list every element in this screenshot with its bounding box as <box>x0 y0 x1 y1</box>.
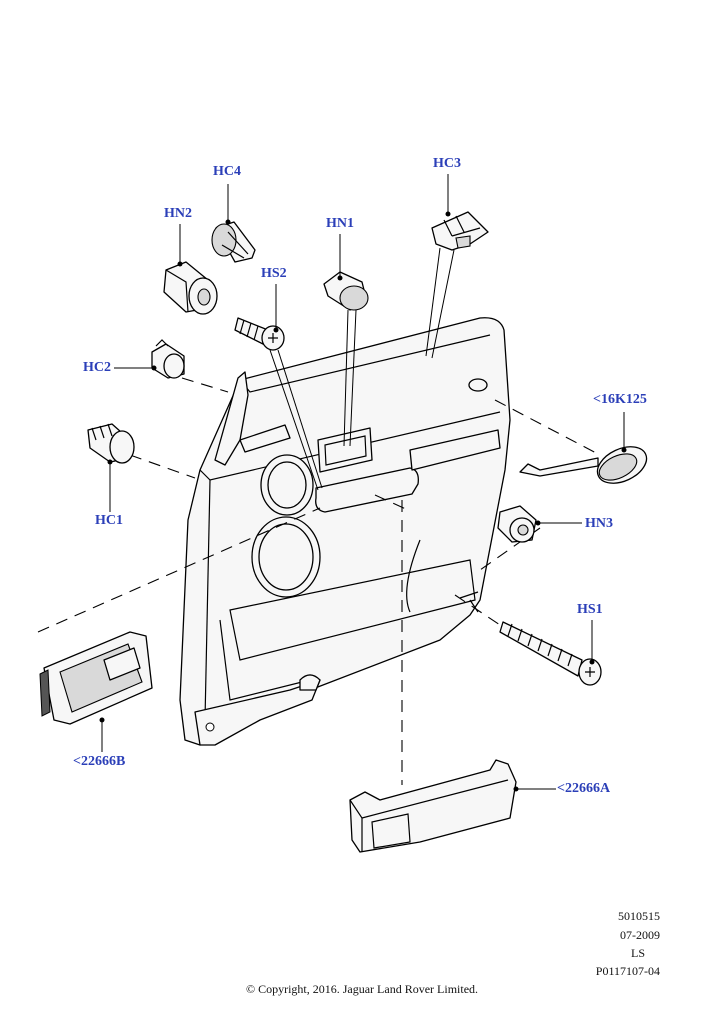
screw-hs1[interactable] <box>499 621 602 686</box>
armrest-pull-22666a[interactable] <box>349 759 517 853</box>
screw-hs2[interactable] <box>234 317 285 351</box>
handle-bezel-22666b[interactable] <box>39 631 153 725</box>
diagram-initials: LS <box>630 946 645 960</box>
callout-hs1[interactable]: HS1 <box>577 602 603 617</box>
callout-hs2[interactable]: HS2 <box>261 266 287 281</box>
callout-22666a[interactable]: <22666A <box>557 781 611 796</box>
callout-hc1[interactable]: HC1 <box>95 513 123 528</box>
callout-hc3[interactable]: HC3 <box>433 156 461 171</box>
clip-hc4[interactable] <box>211 221 256 263</box>
callout-hc4[interactable]: HC4 <box>213 164 241 179</box>
diagram-part-code: P0117107-04 <box>595 964 660 978</box>
diagram-date: 07-2009 <box>620 928 660 942</box>
callout-16k125[interactable]: <16K125 <box>593 392 647 407</box>
nut-hn2[interactable] <box>163 261 218 315</box>
assembly-lines <box>37 377 601 785</box>
cap-hn1[interactable] <box>323 271 369 311</box>
clip-hc2[interactable] <box>151 339 185 379</box>
leader-lines <box>99 174 627 792</box>
clip-hc3[interactable] <box>431 211 489 251</box>
mirror-cover-16k125[interactable] <box>519 440 652 491</box>
callout-hn3[interactable]: HN3 <box>585 516 613 531</box>
callout-22666b[interactable]: <22666B <box>73 754 126 769</box>
callout-hn1[interactable]: HN1 <box>326 216 354 231</box>
diagram-ref: 5010515 <box>618 909 660 923</box>
clip-hc1[interactable] <box>87 423 135 464</box>
door-trim-panel <box>179 317 511 746</box>
nut-hn3[interactable] <box>497 505 537 543</box>
callout-hc2[interactable]: HC2 <box>83 360 111 375</box>
copyright-notice: © Copyright, 2016. Jaguar Land Rover Lim… <box>245 982 479 996</box>
callout-hn2[interactable]: HN2 <box>164 206 192 221</box>
